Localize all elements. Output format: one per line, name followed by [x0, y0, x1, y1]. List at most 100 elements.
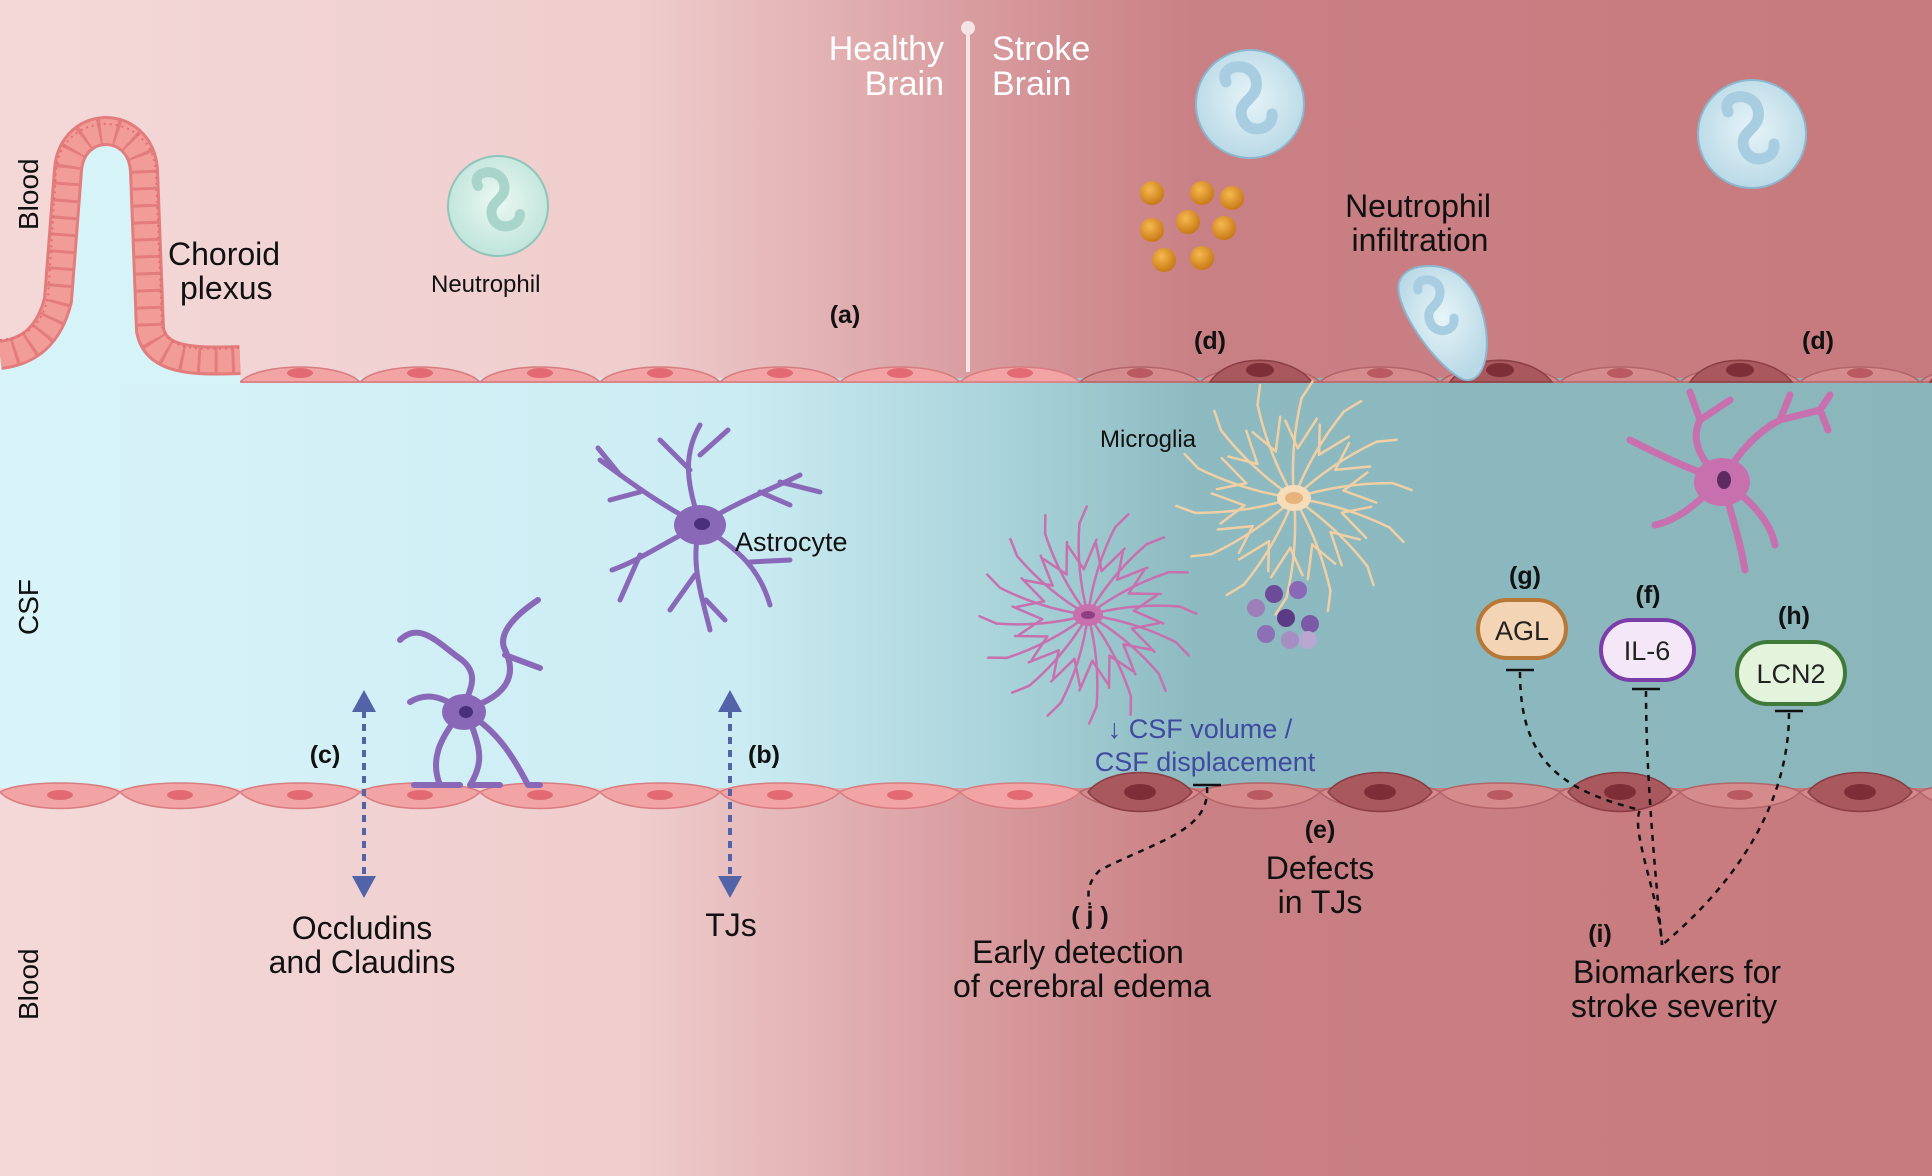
microglia-branch — [1015, 600, 1046, 609]
microglia-branch — [1039, 554, 1054, 587]
microglia-branch — [1340, 505, 1373, 515]
microglia-branch — [1113, 513, 1130, 529]
microglia-branch — [1215, 481, 1248, 491]
orange-particle — [1190, 181, 1214, 205]
microglia-branch — [1122, 643, 1137, 676]
choroid-plexus — [0, 116, 241, 385]
microglia-branch — [1310, 543, 1337, 566]
microglia-branch — [1024, 579, 1054, 587]
blood-bottom-label: Blood — [13, 948, 44, 1020]
blood-top-label: Blood — [13, 158, 44, 230]
lcn2-text: LCN2 — [1756, 659, 1825, 689]
bottom-layer-nucleus — [647, 790, 673, 800]
neutrophil-label: Neutrophil — [431, 271, 540, 298]
orange-particle — [1176, 210, 1200, 234]
microglia-branch — [1067, 545, 1085, 571]
bottom-layer-nucleus — [1487, 790, 1513, 800]
stroke-neutrophil-1 — [1195, 49, 1305, 159]
bottom-layer-damaged-nucleus — [1364, 784, 1396, 800]
microglia-branch — [1108, 654, 1134, 673]
early-detection-label-1: Early detection — [972, 934, 1184, 970]
occludins-label-2: and Claudins — [269, 944, 456, 980]
biomarkers-label-2: stroke severity — [1571, 988, 1777, 1024]
microglia-branch — [1116, 566, 1149, 581]
orange-particle — [1190, 246, 1214, 270]
top-layer-nucleus — [1367, 368, 1393, 378]
microglia-branch — [1391, 481, 1413, 492]
microglia-branch — [1213, 409, 1222, 432]
microglia-branch — [1317, 423, 1322, 456]
biomarker-connectors — [1087, 668, 1803, 946]
microglia-branch — [1284, 419, 1300, 450]
microglia-branch — [1020, 577, 1046, 603]
microglia-branch — [1157, 672, 1167, 693]
microglia-branch — [1274, 596, 1288, 616]
microglia-branch — [1219, 504, 1246, 525]
label-d-2: (d) — [1802, 327, 1834, 355]
microglia-label: Microglia — [1100, 426, 1197, 453]
microglia-branch — [1130, 627, 1156, 653]
microglia-branch — [1245, 429, 1259, 466]
microglia-branch — [1334, 465, 1372, 472]
purple-particles — [1247, 581, 1319, 649]
purple-particle — [1277, 609, 1295, 627]
microglia-branch — [1116, 551, 1124, 581]
microglia-branch — [1010, 684, 1031, 694]
label-i: (i) — [1588, 920, 1612, 948]
bottom-layer-nucleus — [1247, 790, 1273, 800]
top-layer-nucleus — [647, 368, 673, 378]
tjs-label: TJs — [705, 907, 757, 943]
choroid-plexus-label-1: Choroid — [168, 236, 280, 272]
purple-particle — [1247, 599, 1265, 617]
microglia-branch — [1216, 524, 1254, 531]
infiltrating-neutrophil — [1397, 264, 1488, 381]
bottom-layer-nucleus — [527, 790, 553, 800]
defects-label-2: in TJs — [1278, 884, 1363, 920]
top-endothelial-layer — [0, 359, 1932, 383]
microglia-branch — [1329, 530, 1361, 541]
microglia-branch — [1334, 441, 1351, 472]
orange-particle — [1140, 218, 1164, 242]
microglia-branch — [1018, 618, 1044, 636]
neutrophil-infiltration-label-1: Neutrophil — [1345, 188, 1491, 224]
csf-label: CSF — [13, 579, 44, 635]
orange-particle — [1212, 216, 1236, 240]
microglia-branch — [1342, 399, 1363, 413]
microglia-branch — [1306, 543, 1314, 581]
top-layer-nucleus — [527, 368, 553, 378]
microglia-branch — [986, 573, 1002, 590]
purple-particle — [1299, 631, 1317, 649]
microglia-ramified — [978, 505, 1198, 725]
bottom-layer-nucleus — [287, 790, 313, 800]
microglia-branch — [1326, 589, 1332, 613]
bottom-layer-nucleus — [767, 790, 793, 800]
tj-arrow-b — [718, 690, 742, 898]
microglia-branch — [1178, 605, 1198, 616]
lcn2-marker: LCN2 — [1735, 640, 1847, 706]
microglia-branch — [1122, 643, 1152, 651]
microglia-branch — [1030, 635, 1049, 661]
astrocyte-endfoot — [397, 597, 543, 788]
microglia-branch — [978, 614, 998, 625]
microglia-branch — [1130, 621, 1161, 630]
microglia-branch — [1091, 659, 1109, 685]
microglia-branch — [1132, 594, 1158, 612]
purple-particle — [1281, 631, 1299, 649]
microglia-branch — [1046, 701, 1063, 717]
microglia-branch — [1300, 380, 1314, 400]
orange-particle — [1140, 181, 1164, 205]
microglia-branch — [1237, 540, 1271, 561]
purple-particle — [1301, 615, 1319, 633]
stroke-neutrophil-2 — [1697, 79, 1807, 189]
microglia-branch — [1342, 471, 1369, 492]
microglia-activated — [1175, 380, 1413, 616]
microglia-branch — [1042, 557, 1068, 576]
microglia-branch — [1132, 609, 1165, 625]
microglia-branch — [1220, 456, 1248, 485]
microglia-branch — [1388, 526, 1405, 544]
csf-band — [0, 378, 1932, 788]
microglia-branch — [1190, 553, 1213, 558]
microglia-branch — [1266, 540, 1271, 573]
